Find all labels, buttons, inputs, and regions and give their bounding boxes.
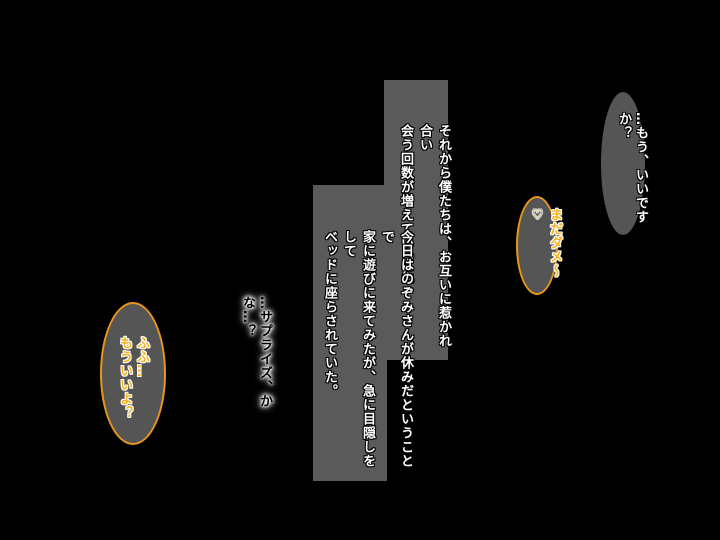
narration-box-2 xyxy=(313,185,387,481)
speech-line: ふふ… xyxy=(134,336,149,378)
speech-line: まだダメ～♡ xyxy=(530,208,562,278)
speech-text-top-right: …もう、いいですか？ xyxy=(615,112,649,227)
speech-bubble-left xyxy=(100,302,166,445)
narration-line: 今日はのぞみさんが休みだということで xyxy=(379,230,413,468)
narration-text-1: それから僕たちは、お互いに惹かれ合い 会う回数が増えていった。 xyxy=(396,124,453,356)
narration-line: それから僕たちは、お互いに惹かれ合い xyxy=(417,124,451,348)
speech-bubble-top-right xyxy=(601,92,645,235)
inner-monologue-text: …サプライズ、かな…？ xyxy=(239,296,273,426)
speech-line: もういいよ？ xyxy=(117,336,132,420)
speech-line: …もう、いいですか？ xyxy=(616,112,648,224)
narration-line: ベッドに座らされていた。 xyxy=(322,230,337,398)
speech-text-left: ふふ… もういいよ？ xyxy=(116,336,150,431)
speech-text-mid-right: まだダメ～♡ xyxy=(529,208,563,290)
narration-text-2: 今日はのぞみさんが休みだということで 家に遊びに来てみたが、急に目隠しをして ベ… xyxy=(320,230,415,478)
speech-bubble-mid-right xyxy=(516,196,558,295)
narration-line: 会う回数が増えていった。 xyxy=(398,124,413,292)
monologue-line: …サプライズ、かな…？ xyxy=(240,296,272,408)
narration-line: 家に遊びに来てみたが、急に目隠しをして xyxy=(341,230,375,468)
narration-box-1 xyxy=(384,80,448,360)
